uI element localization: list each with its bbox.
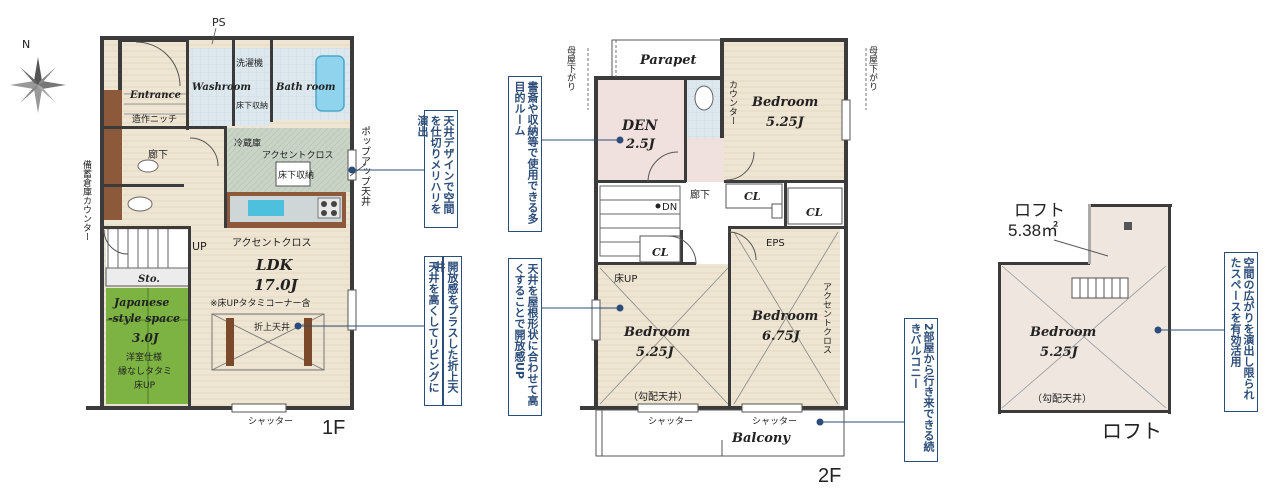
bedroom1-label: Bedroom [751, 95, 818, 110]
counter-label: カウンター [81, 196, 92, 241]
hallway-label: 廊下 [148, 148, 168, 161]
bedroom2-note: （勾配天井） [628, 390, 688, 403]
tatami-note: ※床UPタタミコーナー含 [210, 297, 311, 309]
loft-size: 5.38㎡ [1008, 221, 1058, 240]
japanese-label-1: Japanese [112, 296, 169, 309]
callout-connectors-1f [294, 166, 424, 330]
floor2-caption: 2F [818, 465, 841, 487]
compass-label: N [22, 38, 30, 51]
storage-label: 備蓄倉庫 [81, 159, 92, 197]
callout-roof-shape: 天井を屋根形状に合わせて高くすることで開放感UP [508, 258, 542, 416]
eaves-left-label: 母屋下がり [565, 46, 576, 91]
japanese-note-1: 洋室仕様 [126, 351, 162, 363]
popup-ceiling-label: ポップアップ天井 [359, 126, 371, 207]
floor-up-label: 床UP [614, 272, 637, 285]
loft-bedroom-size: 5.25J [1040, 345, 1079, 360]
callout-connector-loft [1154, 326, 1224, 334]
bedroom2-label: Bedroom [623, 325, 690, 340]
callout-folded-ceiling: 開放感をプラスした折上天井 [433, 256, 462, 406]
floor1-caption: 1F [322, 417, 345, 439]
cl3-label: CL [652, 246, 669, 259]
loft-note: （勾配天井） [1032, 392, 1092, 405]
callout-ceiling-design: 天井デザインで空間を仕切りメリハリを演出 [416, 110, 458, 228]
floor1-plan [86, 36, 357, 413]
ps-label: PS [212, 16, 226, 29]
ldk-label: LDK [255, 256, 294, 274]
eaves-right-label: 母屋下がり [867, 46, 878, 91]
den-label: DEN [621, 118, 659, 134]
floor2-plan [580, 38, 867, 457]
cl1-label: CL [744, 190, 761, 203]
accent-cross-ldk: アクセントクロス [232, 237, 312, 249]
ldk-size: 17.0J [254, 276, 299, 294]
japanese-size: 3.0J [132, 331, 160, 345]
loft-bedroom-label: Bedroom [1029, 325, 1096, 340]
eps-label: EPS [766, 238, 785, 249]
dn-label: DN [662, 202, 677, 213]
den-size: 2.5J [625, 137, 656, 152]
loft-caption: ロフト [1102, 421, 1162, 443]
niche-label: 造作ニッチ [132, 113, 177, 125]
callout-balcony: 2部屋から行き来できる続きバルコニー [904, 318, 938, 462]
balcony-label: Balcony [731, 431, 791, 446]
accent-cross-kitchen: アクセントクロス [262, 150, 334, 161]
loft-label: ロフト [1014, 201, 1065, 220]
up-label: UP [192, 240, 207, 253]
entrance-label: Entrance [129, 90, 181, 101]
compass-icon [10, 57, 66, 113]
callout-connectors-2f [538, 136, 904, 426]
loft-plan [998, 204, 1172, 414]
hallway-2f-label: 廊下 [690, 188, 710, 201]
parapet-label: Parapet [639, 53, 697, 68]
japanese-note-3: 床UP [134, 379, 156, 391]
underfloor-small-label: 床下収納 [236, 100, 268, 110]
washroom-label: Washroom [192, 82, 251, 93]
folded-ceiling-label: 折上天井 [254, 321, 290, 333]
sto-label: Sto. [138, 274, 160, 285]
callout-loft: 空間の広がりを演出し限られたスペースを有効活用 [1224, 252, 1258, 412]
shutter-1f: シャッター [248, 416, 293, 427]
laundry-label: 洗濯機 [236, 57, 263, 69]
bedroom2-size: 5.25J [636, 345, 675, 360]
cl2-label: CL [806, 206, 823, 219]
shutter-2f-right: シャッター [752, 416, 797, 427]
fridge-label: 冷蔵庫 [234, 137, 261, 149]
counter-2f-label: カウンター [727, 80, 738, 125]
bedroom3-size: 6.75J [762, 329, 801, 344]
callout-ceiling-living: 天井を高くしてリビングに [424, 256, 443, 406]
bedroom1-size: 5.25J [766, 115, 805, 130]
accent-cross-2f: アクセントクロス [821, 282, 832, 354]
underfloor-label: 床下収納 [278, 169, 314, 181]
japanese-label-2: -style space [108, 312, 180, 325]
shutter-2f-left: シャッター [648, 416, 693, 427]
bedroom3-label: Bedroom [751, 309, 818, 324]
callout-study: 書斎や収納等で使用できる多目的ルーム [508, 76, 542, 232]
japanese-note-2: 縁なしタタミ [118, 365, 172, 377]
bath-label: Bath room [275, 82, 336, 93]
